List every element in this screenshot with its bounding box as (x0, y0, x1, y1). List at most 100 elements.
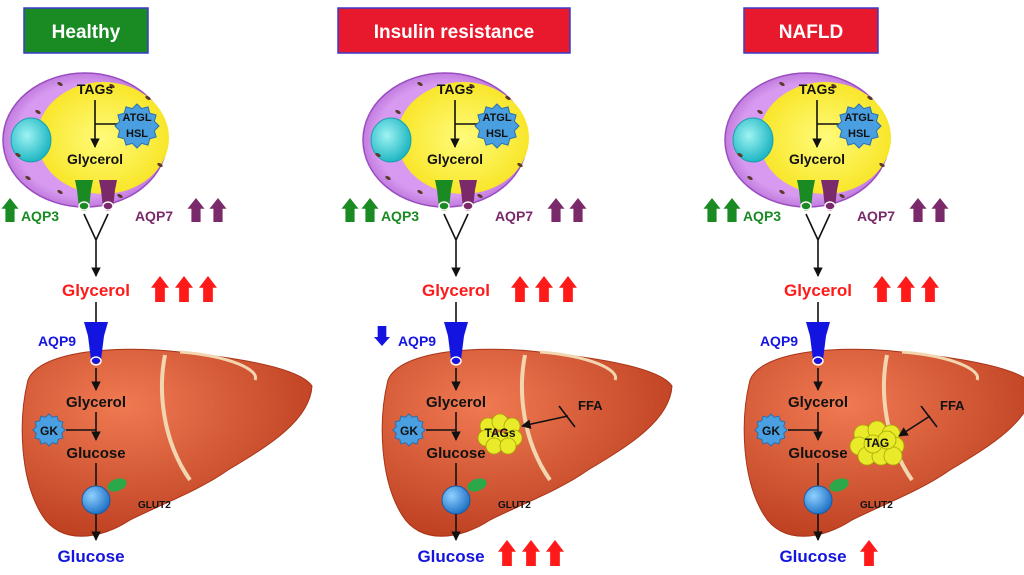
blood-glycerol-label: Glycerol (784, 281, 852, 300)
ffa-inhibit-bar (920, 405, 938, 428)
ligament-top (539, 350, 617, 381)
hsl-label: HSL (486, 128, 508, 140)
glut2-channel-icon (467, 478, 487, 492)
blood-glycerol-label: Glycerol (422, 281, 490, 300)
gk-enzyme-icon (392, 413, 426, 447)
organelle (117, 193, 123, 199)
atgl-hsl-enzyme-icon (114, 103, 160, 149)
liver-tag-droplets: TAG (849, 420, 905, 466)
nucleus (732, 117, 774, 163)
ligament-top (901, 350, 979, 381)
organelle (737, 152, 743, 158)
ffa-to-tags-arrow (898, 415, 931, 437)
hsl-label: HSL (126, 128, 148, 140)
aqp7-channel-icon (459, 180, 477, 211)
adipocyte-tags-label: TAGs (799, 81, 836, 97)
glycerol-up-arrow-icon (873, 276, 891, 302)
organelle (417, 81, 423, 87)
glucose-up-arrow-icon (546, 540, 564, 566)
glycerol-up-arrow-icon (535, 276, 553, 302)
liver-glycerol-label: Glycerol (426, 394, 486, 411)
aqp3-up-arrow-icon (341, 198, 359, 222)
organelle (57, 81, 63, 87)
aqp3-label: AQP3 (381, 208, 419, 224)
gk-label: GK (40, 424, 58, 438)
aqp3-up-arrow-icon (703, 198, 721, 222)
panel-insulin-resistance: Insulin resistanceTAGsATGLHSLGlycerolAQP… (337, 7, 673, 566)
aqp7-channel-icon (821, 180, 839, 211)
tag-droplet (877, 430, 897, 450)
aqp9-channel-icon (806, 322, 830, 366)
tag-droplet (499, 437, 517, 455)
aqp3-label: AQP3 (21, 208, 59, 224)
output-glucose-label: Glucose (779, 547, 846, 566)
liver-glucose-label: Glucose (66, 445, 125, 462)
adipocyte-glycerol-label: Glycerol (427, 151, 483, 167)
title-text: Healthy (52, 22, 121, 43)
aqp9-down-arrow-icon (374, 326, 390, 346)
organelle (757, 109, 763, 115)
organelle (15, 152, 21, 158)
blood-glycerol-label: Glycerol (62, 281, 130, 300)
aqp7-out-line (455, 213, 469, 241)
output-glucose-label: Glucose (417, 547, 484, 566)
aqp9-label: AQP9 (760, 333, 798, 349)
aqp3-channel-icon (75, 180, 93, 211)
aqp9-channel-icon (84, 322, 108, 366)
liver-glucose-label: Glucose (788, 445, 847, 462)
organelle (469, 83, 475, 89)
title-text: Insulin resistance (374, 22, 535, 43)
aqp9-label: AQP9 (38, 333, 76, 349)
title-box (743, 7, 879, 54)
adipocyte-glycerol-label: Glycerol (67, 151, 123, 167)
gk-enzyme-icon (754, 413, 788, 447)
aqp9-channel-icon (444, 322, 468, 366)
hsl-label: HSL (848, 128, 870, 140)
liver-tags-label: TAGs (484, 426, 515, 440)
glycerol-up-arrow-icon (151, 276, 169, 302)
liver-glycerol-label: Glycerol (788, 394, 848, 411)
ffa-to-tags-arrow (521, 415, 569, 429)
liver-glycerol-label: Glycerol (66, 394, 126, 411)
glut2-label: GLUT2 (138, 500, 171, 511)
aqp7-up-arrow-icon (547, 198, 565, 222)
aqp7-up-arrow-icon (209, 198, 227, 222)
aqp3-up-arrow-icon (1, 198, 19, 222)
glycerol-up-arrow-icon (897, 276, 915, 302)
title-box (23, 7, 149, 54)
adipocyte-tags-label: TAGs (437, 81, 474, 97)
aqp7-label: AQP7 (857, 208, 895, 224)
liver-glucose-label: Glucose (426, 445, 485, 462)
aqp7-out-line (95, 213, 109, 241)
glucose-up-arrow-icon (498, 540, 516, 566)
liver-tag-droplets: TAGs (477, 413, 523, 455)
aqp3-out-line (83, 213, 97, 241)
organelle (747, 175, 753, 181)
adipocyte-tags-label: TAGs (77, 81, 114, 97)
glycerol-up-arrow-icon (559, 276, 577, 302)
aqp3-channel-icon (435, 180, 453, 211)
glycerol-up-arrow-icon (921, 276, 939, 302)
atgl-hsl-enzyme-icon (474, 103, 520, 149)
glucose-up-arrow-icon (522, 540, 540, 566)
title-box (337, 7, 571, 54)
gk-label: GK (762, 424, 780, 438)
nucleus (10, 117, 52, 163)
organelle (109, 83, 115, 89)
glut2-channel-icon (829, 478, 849, 492)
ffa-label: FFA (578, 398, 603, 413)
organelle (517, 162, 523, 168)
organelle (831, 83, 837, 89)
aqp7-label: AQP7 (135, 208, 173, 224)
organelle (867, 95, 873, 101)
organelle (477, 193, 483, 199)
panel-title: NAFLD (743, 7, 879, 54)
aqp7-up-arrow-icon (909, 198, 927, 222)
falciform-ligament (882, 354, 914, 482)
organelle (385, 175, 391, 181)
aqp3-up-arrow-icon (723, 198, 741, 222)
organelle (375, 152, 381, 158)
glut2-channel-icon (107, 478, 127, 492)
